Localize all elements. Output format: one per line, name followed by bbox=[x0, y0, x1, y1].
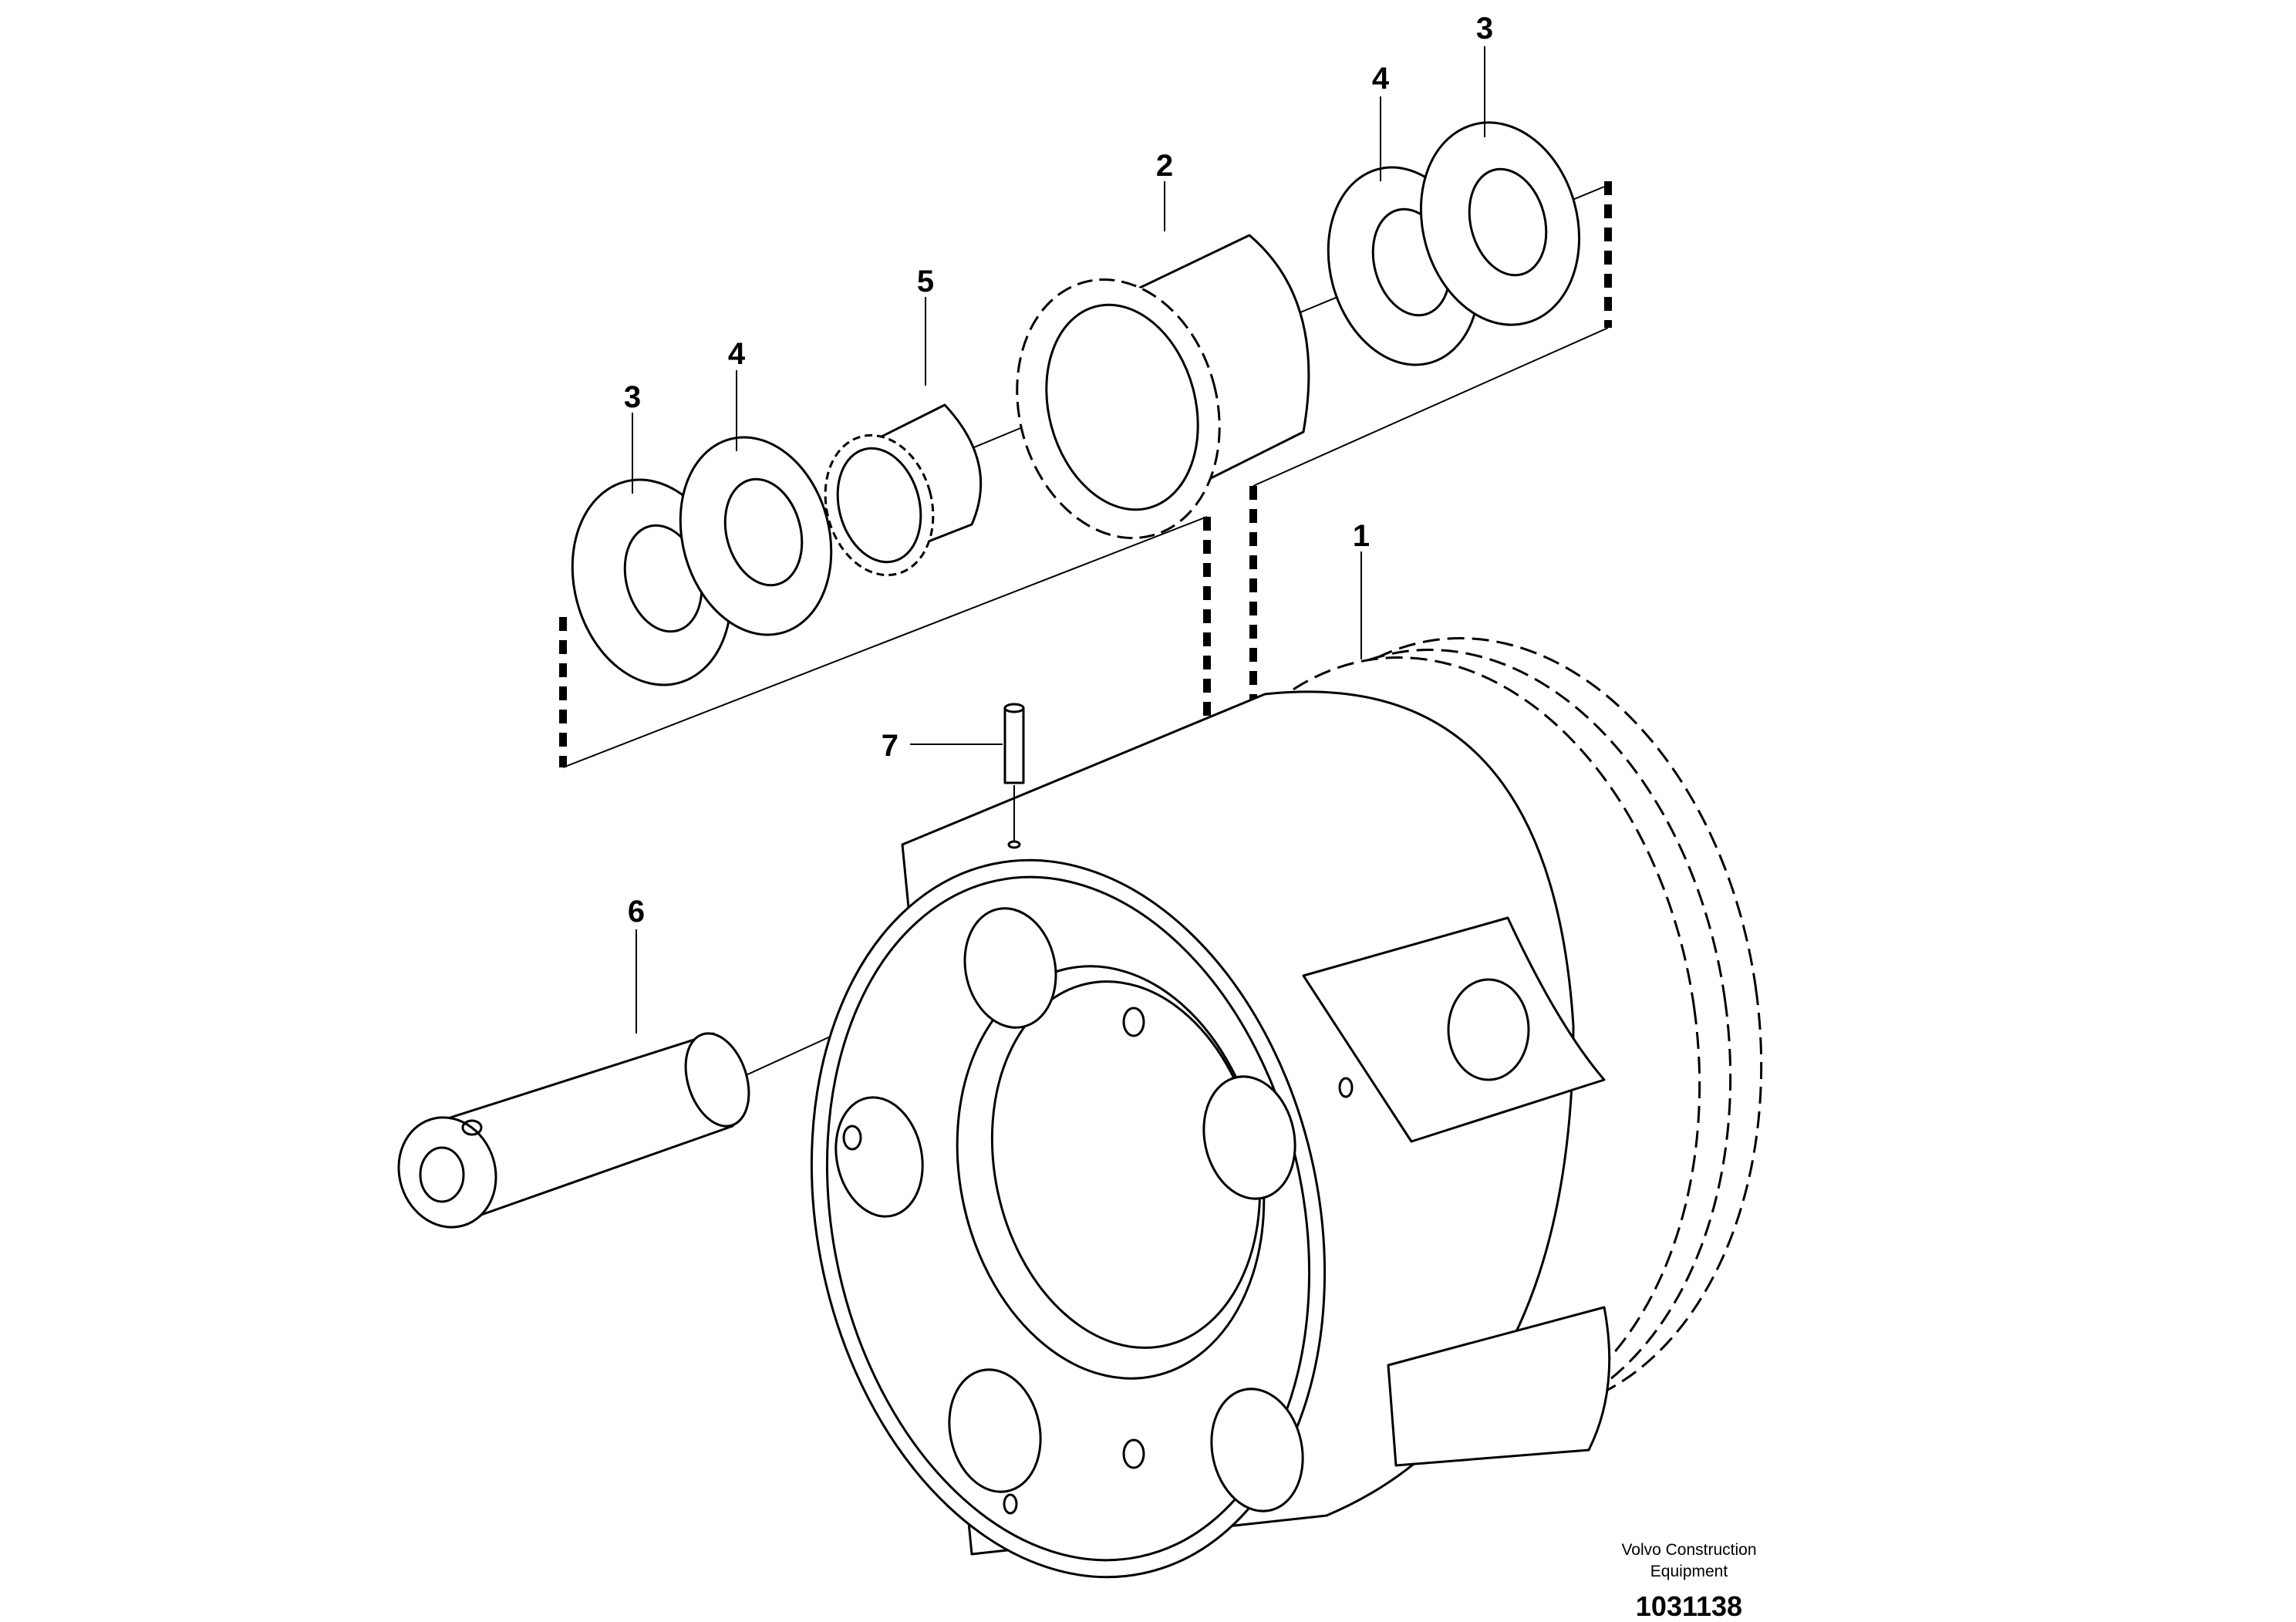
brand-caption-line2: Equipment bbox=[1650, 1563, 1728, 1580]
drawing-number: 1031138 bbox=[1636, 1590, 1742, 1622]
callout-7: 7 bbox=[882, 729, 899, 763]
callout-5: 5 bbox=[917, 265, 934, 298]
planet-carrier bbox=[810, 637, 1763, 1579]
footer: Volvo Construction Equipment 1031138 bbox=[1621, 1541, 1756, 1622]
leader-lines bbox=[632, 46, 1485, 1034]
callout-4-left: 4 bbox=[728, 337, 746, 371]
needle-bearing bbox=[824, 403, 983, 577]
brand-caption-line1: Volvo Construction bbox=[1621, 1541, 1756, 1559]
callout-3-right: 3 bbox=[1476, 12, 1493, 46]
callout-4-right: 4 bbox=[1372, 62, 1390, 96]
thrust-washer-4-left bbox=[679, 436, 833, 636]
callout-3-left: 3 bbox=[624, 380, 641, 414]
callout-2: 2 bbox=[1156, 149, 1173, 183]
planet-gear bbox=[1016, 234, 1310, 540]
callout-labels: 1 2 3 3 4 4 5 6 7 bbox=[624, 12, 1493, 929]
thrust-washer-3-right bbox=[1419, 121, 1581, 326]
callout-1: 1 bbox=[1353, 519, 1370, 553]
planet-shaft bbox=[397, 1032, 750, 1229]
carrier-front-face bbox=[810, 858, 1354, 1579]
roll-pin bbox=[1003, 703, 1025, 841]
callout-6: 6 bbox=[628, 895, 645, 929]
